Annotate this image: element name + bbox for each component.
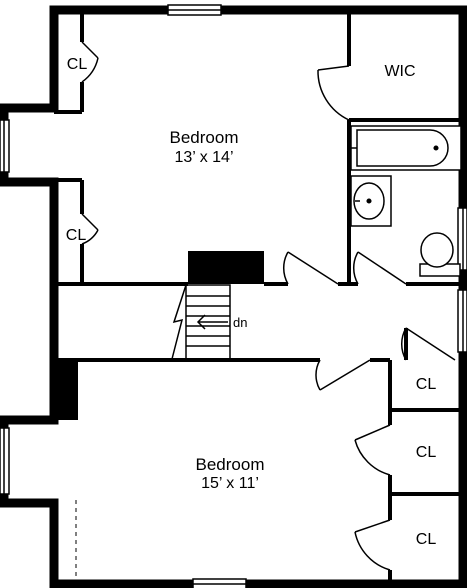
room-label-wic: WIC (384, 63, 415, 80)
closet-label-left-bottom: CL (66, 227, 87, 244)
structural-column (54, 362, 78, 420)
room-label-bedroom-bottom: Bedroom (196, 455, 265, 474)
stairs (171, 284, 231, 360)
exterior-walls (0, 5, 467, 588)
room-dims-bedroom-bottom: 15’ x 11’ (201, 475, 259, 492)
doors (81, 41, 456, 571)
windows (0, 4, 467, 588)
toilet-bowl (420, 232, 454, 268)
stairs-label: dn (233, 315, 247, 330)
bath-fixtures (350, 125, 462, 277)
chimney (188, 251, 264, 284)
labels: Bedroom 13’ x 14’ Bedroom 15’ x 11’ WIC … (66, 56, 437, 548)
interior-walls (54, 10, 463, 584)
room-dims-bedroom-top: 13’ x 14’ (175, 149, 234, 166)
closet-label-right-2: CL (416, 444, 437, 461)
room-label-bedroom-top: Bedroom (170, 128, 239, 147)
closet-label-right-1: CL (416, 376, 437, 393)
closet-label-right-3: CL (416, 531, 437, 548)
closet-label-left-top: CL (67, 56, 88, 73)
